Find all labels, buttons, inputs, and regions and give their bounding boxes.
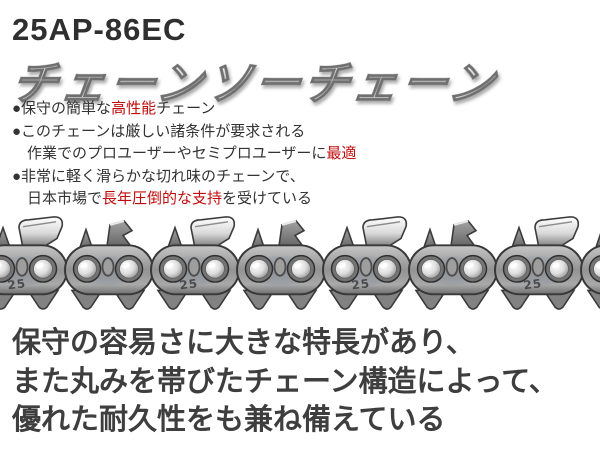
svg-text:25: 25 [179, 276, 199, 292]
feature-list: ●保守の簡単な高性能チェーン ●このチェーンは厳しい諸条件が要求される 作業での… [12, 98, 356, 211]
description-line-1: 保守の容易さに大きな特長があり、 [12, 327, 475, 359]
feature-highlight: 長年圧倒的な支持 [102, 190, 223, 207]
feature-line-3-cont: 日本市場で長年圧倒的な支持を受けている [12, 188, 356, 211]
feature-line-1: ●保守の簡単な高性能チェーン [12, 98, 356, 121]
description-line-3: 優れた耐久性をも兼ね備えている [12, 404, 446, 436]
feature-text: ●保守の簡単な [12, 100, 112, 117]
svg-text:25: 25 [523, 276, 543, 292]
feature-text: ●このチェーンは厳しい諸条件が要求される [12, 122, 306, 140]
chainsaw-chain-illustration: 25 25 25 25 [0, 216, 600, 310]
description-line-2: また丸みを帯びたチェーン構造によって、 [12, 365, 558, 398]
description: 保守の容易さに大きな特長があり、 また丸みを帯びたチェーン構造によって、 優れた… [12, 324, 558, 440]
feature-line-3: ●非常に軽く滑らかな切れ味のチェーンで、 [12, 166, 356, 189]
product-code: 25AP-86EC [12, 12, 187, 47]
feature-text: 作業でのプロユーザーやセミプロユーザーに [27, 145, 327, 162]
feature-highlight: 最適 [326, 145, 357, 162]
feature-highlight: 高性能 [111, 100, 157, 117]
feature-text: チェーン [156, 100, 216, 117]
feature-line-2-cont: 作業でのプロユーザーやセミプロユーザーに最適 [12, 143, 356, 166]
feature-line-2: ●このチェーンは厳しい諸条件が要求される [12, 121, 356, 144]
chain-photo: 25 25 25 25 [0, 212, 600, 310]
feature-text: を受けている [222, 190, 313, 207]
svg-text:25: 25 [351, 276, 371, 292]
feature-text: 日本市場で [27, 190, 103, 207]
feature-text: ●非常に軽く滑らかな切れ味のチェーンで、 [12, 167, 305, 185]
svg-text:25: 25 [7, 276, 27, 292]
